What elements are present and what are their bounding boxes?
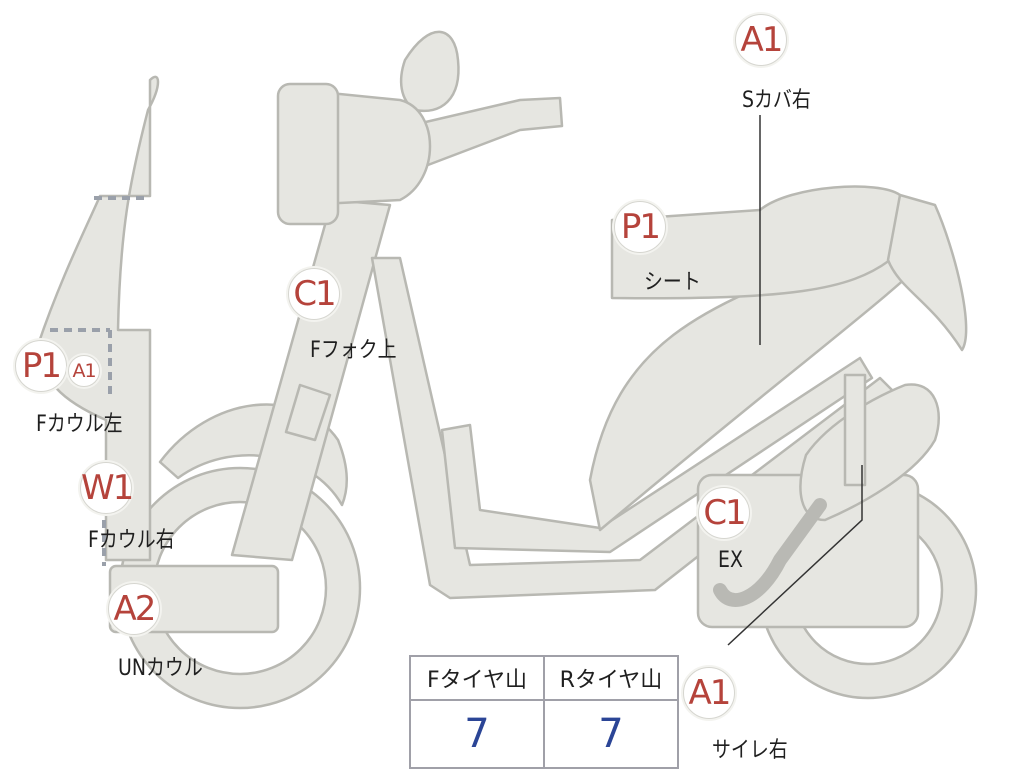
windscreen bbox=[399, 30, 460, 113]
floor-inner bbox=[440, 356, 874, 554]
tire-tread-table: Fタイヤ山 Rタイヤ山 7 7 bbox=[409, 655, 679, 769]
label-side-cover-right: Sカバ右 bbox=[742, 88, 811, 113]
front-fork bbox=[230, 198, 392, 562]
rear-cowl bbox=[886, 193, 968, 352]
leader-muffler bbox=[727, 465, 863, 646]
badge-front-cowl-right: W1 bbox=[80, 462, 134, 514]
fork-lower bbox=[284, 383, 332, 442]
badge-exhaust: C1 bbox=[698, 487, 750, 539]
badge-front-cowl-left: P1 bbox=[15, 340, 67, 392]
floor-frame bbox=[370, 256, 902, 600]
front-tire-label: Fタイヤ山 bbox=[409, 655, 545, 701]
label-muffler-right: サイレ右 bbox=[712, 738, 788, 763]
badge-seat: P1 bbox=[614, 201, 666, 253]
label-under-cowl: UNカウル bbox=[118, 656, 203, 681]
label-front-cowl-left: Fカウル左 bbox=[36, 412, 123, 437]
badge-front-cowl-left-secondary: A1 bbox=[68, 355, 100, 387]
badge-muffler-right: A1 bbox=[683, 667, 735, 719]
badge-fork-upper: C1 bbox=[288, 268, 340, 320]
rear-shock bbox=[843, 373, 867, 487]
label-seat: シート bbox=[644, 270, 701, 295]
front-tire-value: 7 bbox=[409, 699, 545, 769]
label-exhaust: EX bbox=[718, 548, 743, 573]
label-fork-upper: Fフォク上 bbox=[310, 338, 397, 363]
exhaust-pipe bbox=[713, 498, 827, 607]
label-front-cowl-right: Fカウル右 bbox=[88, 528, 175, 553]
rear-tire-value: 7 bbox=[543, 699, 679, 769]
badge-side-cover-right: A1 bbox=[735, 14, 787, 66]
rear-tire-label: Rタイヤ山 bbox=[543, 655, 679, 701]
badge-under-cowl: A2 bbox=[108, 583, 160, 635]
headlight bbox=[276, 82, 340, 226]
